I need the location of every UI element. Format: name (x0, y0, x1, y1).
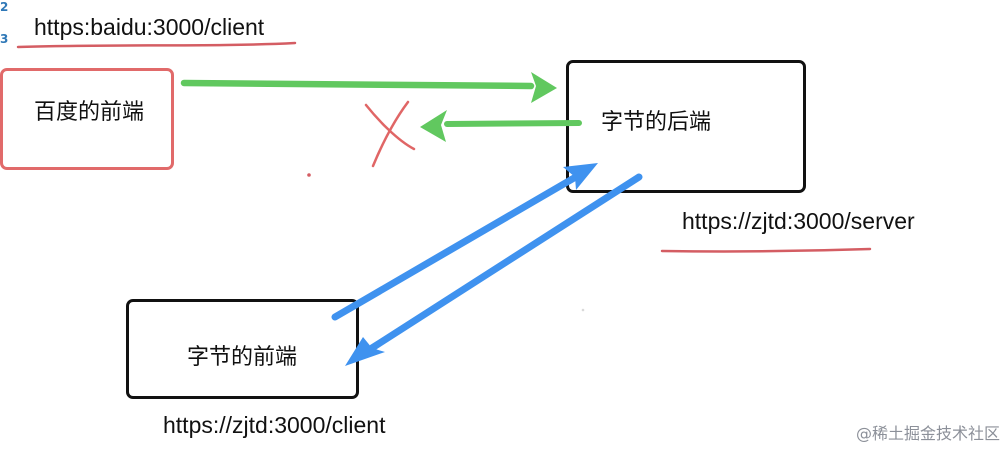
blocked-cross-mark-a (364, 103, 416, 151)
line-number-2: 2 (0, 0, 9, 14)
server-url-label: https://zjtd:3000/server (682, 208, 915, 234)
top-url-underline (16, 41, 297, 49)
server-url-underline (660, 247, 872, 253)
client-url-label: https://zjtd:3000/client (163, 412, 386, 438)
red-dot-2 (581, 308, 585, 312)
green-request-shaft (180, 79, 535, 90)
baidu-frontend-label: 百度的前端 (34, 100, 145, 125)
bytedance-frontend-label: 字节的前端 (187, 345, 298, 370)
green-request-arrowhead (531, 72, 557, 103)
red-dot-1 (307, 173, 311, 177)
watermark: @稀土掘金技术社区 (855, 424, 1000, 443)
blocked-cross-mark-b (371, 100, 410, 168)
green-response-shaft (444, 120, 582, 127)
baidu-frontend-box: 百度的前端 (0, 68, 174, 170)
bytedance-backend-label: 字节的后端 (601, 110, 712, 135)
bytedance-frontend-box: 字节的前端 (126, 299, 359, 399)
blue-response-shaft (368, 173, 643, 352)
top-url-label: https:baidu:3000/client (34, 14, 265, 40)
line-number-3: 3 (0, 32, 9, 46)
blue-request-shaft (331, 174, 578, 321)
bytedance-backend-box: 字节的后端 (566, 60, 806, 193)
green-response-arrowhead (420, 110, 447, 142)
